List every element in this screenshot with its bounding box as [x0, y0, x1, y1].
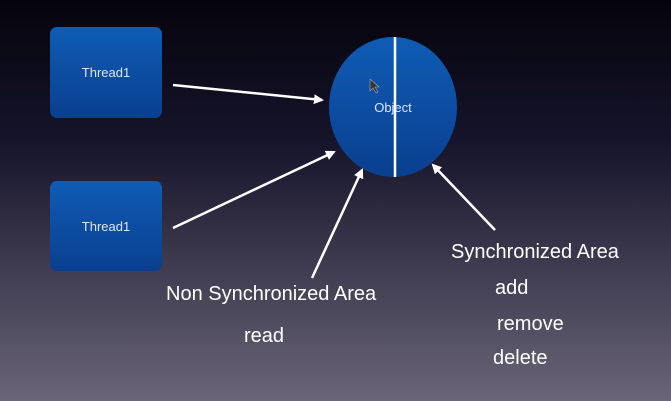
object-ellipse: Object [329, 37, 457, 177]
object-label: Object [374, 100, 412, 115]
thread-box-1: Thread1 [50, 27, 162, 118]
arrow-thread1-to-object [172, 83, 324, 105]
cursor-icon [369, 78, 380, 94]
thread-label-1: Thread1 [82, 65, 130, 80]
sync-op-delete: delete [493, 347, 548, 369]
sync-title: Synchronized Area [451, 241, 620, 263]
non-sync-op-read: read [244, 325, 284, 347]
arrow-thread2-to-object [172, 150, 336, 230]
sync-op-remove: remove [497, 313, 564, 335]
thread-label-2: Thread1 [82, 219, 130, 234]
arrow-nonsync-to-object [310, 168, 364, 279]
thread-box-2: Thread1 [50, 181, 162, 271]
sync-op-add: add [495, 277, 528, 299]
arrow-sync-to-object [431, 163, 496, 231]
non-sync-title: Non Synchronized Area [166, 283, 377, 305]
